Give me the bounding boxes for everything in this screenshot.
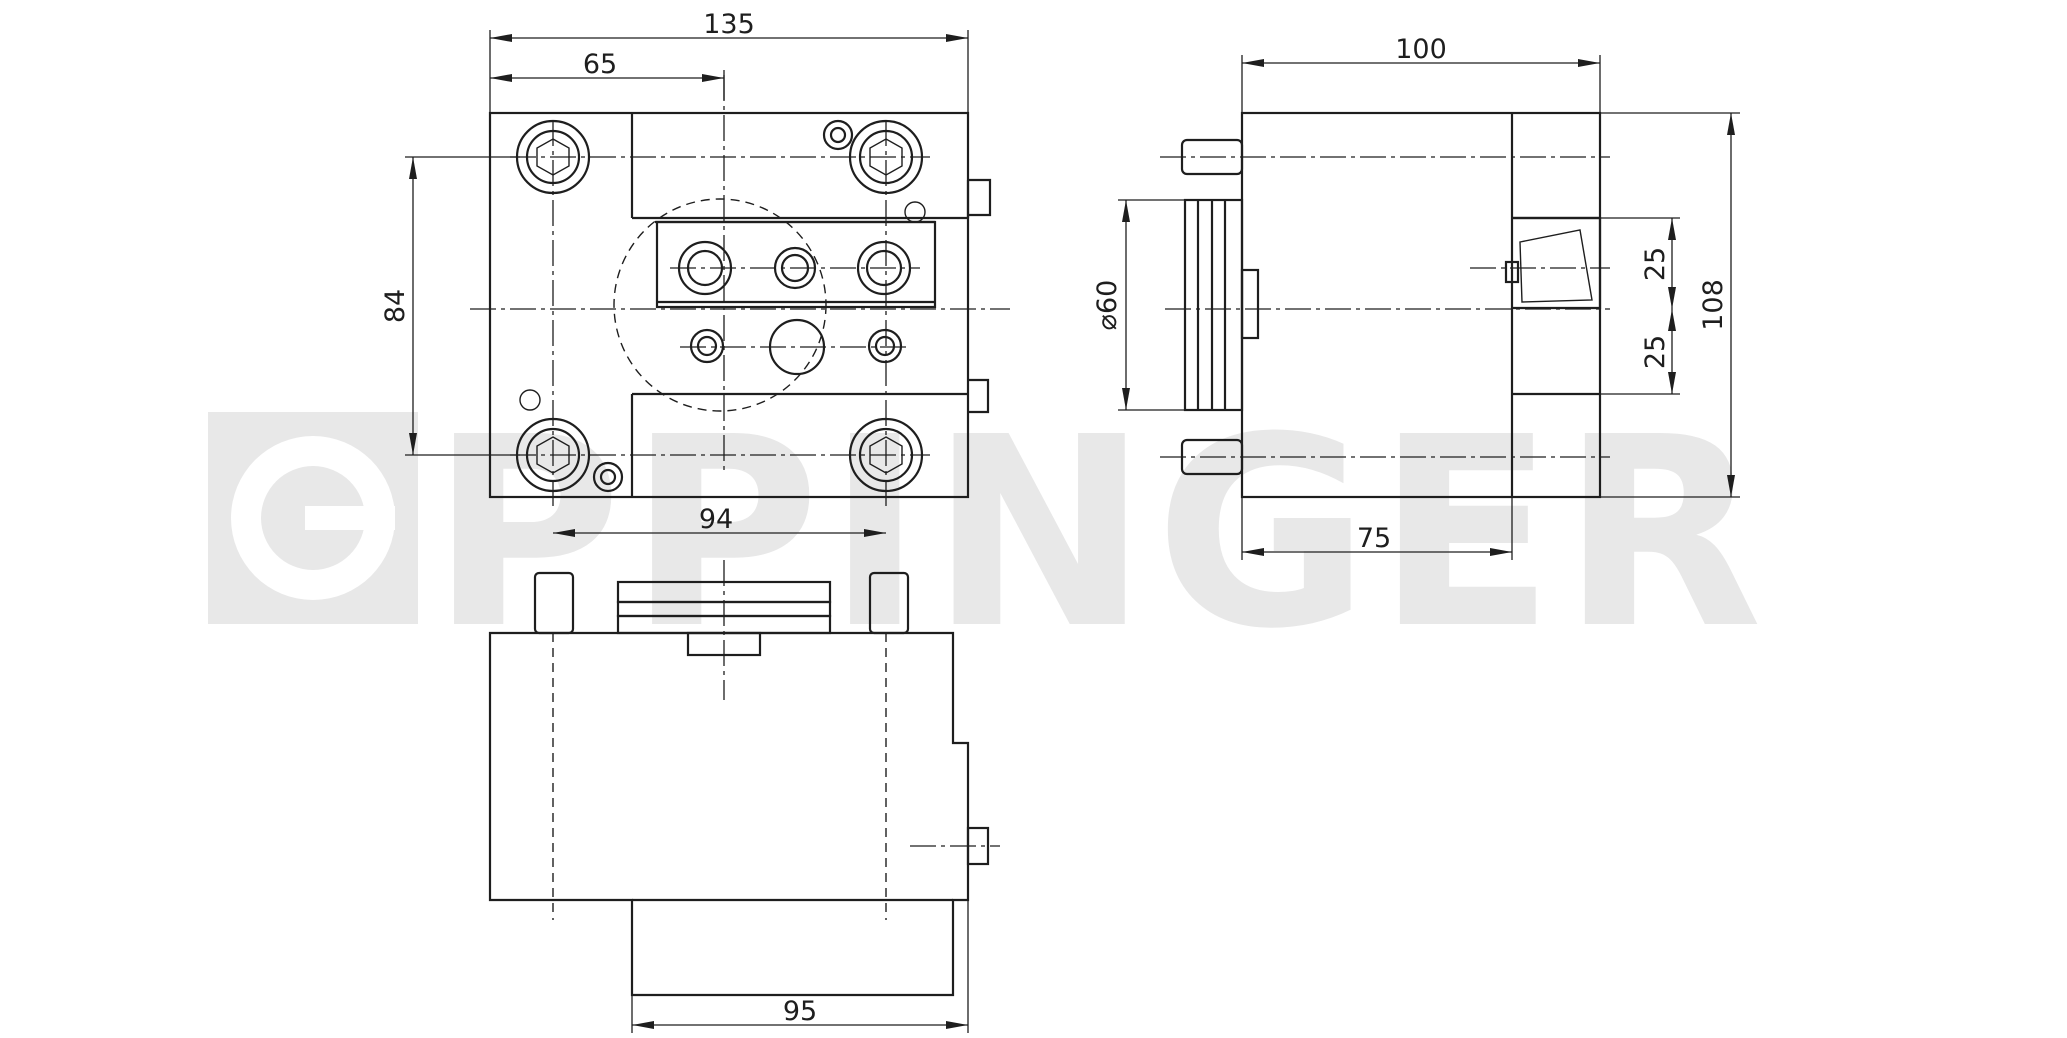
dimension-labels: 135 65 84 94 100 ⌀60 25 25 108 75 95 xyxy=(380,9,1729,1027)
dim-side-height: 108 xyxy=(1698,279,1729,331)
top-view xyxy=(488,560,1000,997)
front-view xyxy=(470,75,1010,510)
dim-front-width: 135 xyxy=(703,9,755,40)
dim-top-width: 95 xyxy=(783,996,817,1027)
eppinger-watermark: PPINGER xyxy=(208,381,1763,686)
dim-side-lower-offset: 25 xyxy=(1640,335,1671,369)
dim-side-upper-offset: 25 xyxy=(1640,247,1671,281)
dim-front-height: 84 xyxy=(380,289,411,323)
dim-hole-spacing: 94 xyxy=(699,504,733,535)
dim-side-diameter: ⌀60 xyxy=(1092,280,1123,331)
dim-front-offset: 65 xyxy=(583,49,617,80)
lube-nipple xyxy=(592,119,854,493)
dim-side-width: 100 xyxy=(1395,34,1447,65)
side-view xyxy=(1160,111,1610,499)
dimension-lines xyxy=(405,30,1740,1033)
dim-side-shank: 75 xyxy=(1357,523,1391,554)
